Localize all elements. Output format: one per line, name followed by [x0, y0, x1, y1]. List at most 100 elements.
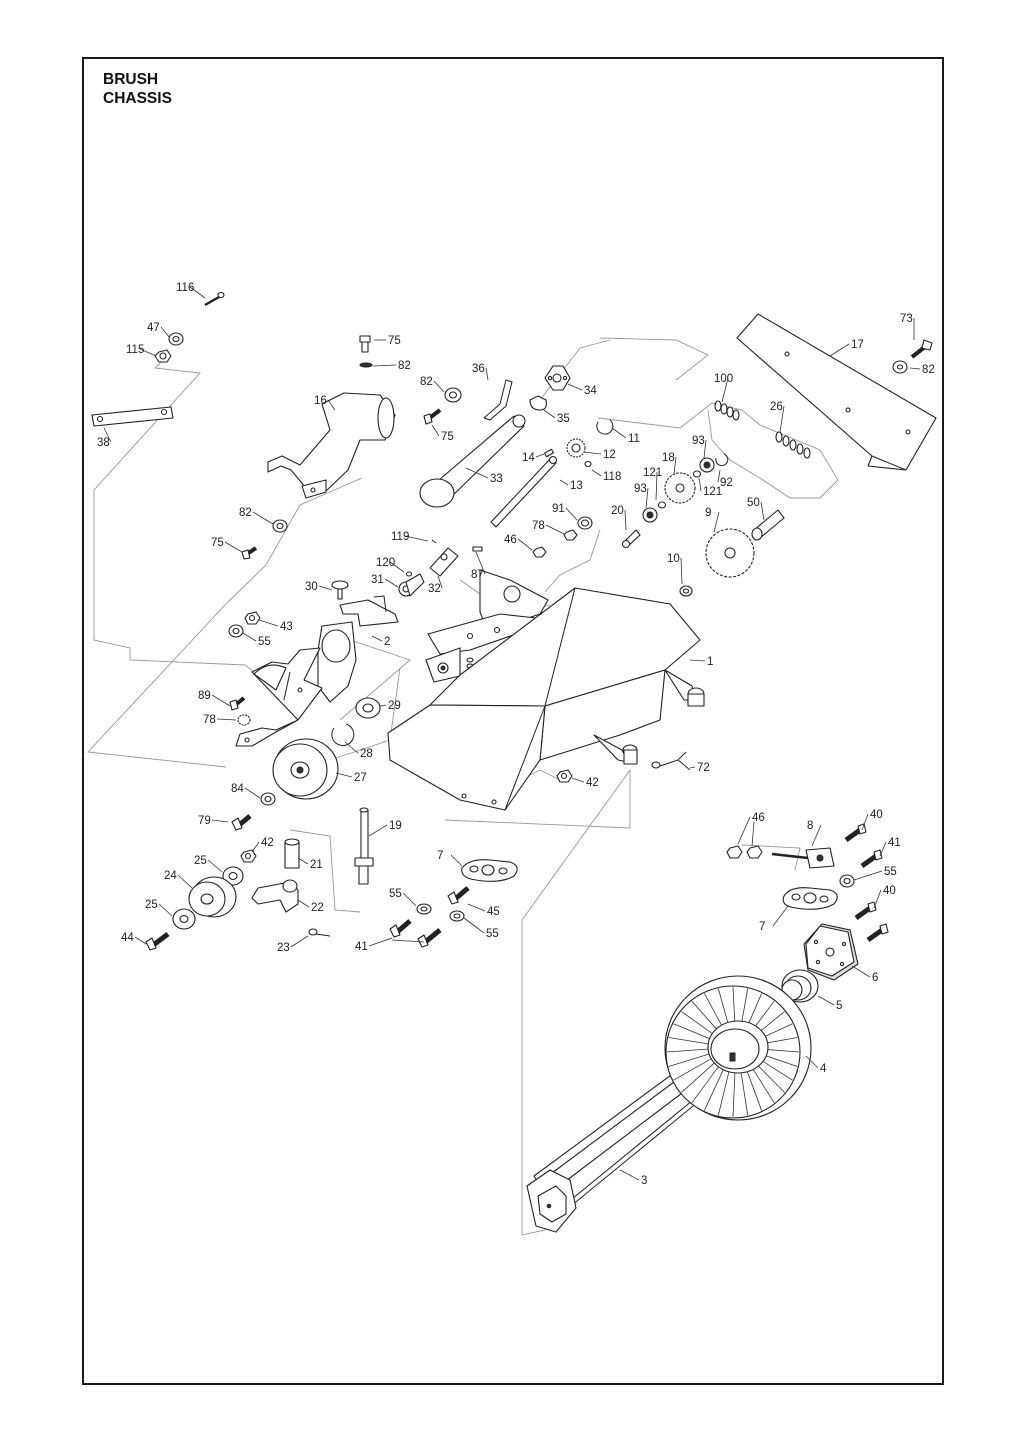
bristle-line	[732, 1070, 736, 1118]
leader-line	[611, 427, 627, 439]
part-7-plate-left	[461, 859, 518, 882]
part-label-25: 25	[194, 855, 207, 867]
leader-line	[517, 538, 533, 551]
leader-line	[543, 409, 556, 419]
part-label-20: 20	[611, 505, 624, 517]
part-label-8: 8	[807, 820, 813, 832]
part-87-key	[472, 546, 483, 552]
leader-line	[297, 899, 310, 908]
part-32-coupling	[429, 547, 459, 577]
page-frame	[82, 57, 944, 1385]
part-label-47: 47	[147, 322, 160, 334]
bristle-line	[750, 1065, 775, 1104]
part-1-chassis-body	[387, 569, 705, 811]
leader-line	[327, 399, 336, 411]
bristle-line	[673, 1058, 712, 1081]
leader-line	[134, 936, 147, 945]
part-55-washer-b	[416, 903, 432, 915]
leader-line	[211, 819, 229, 823]
part-label-21: 21	[310, 859, 323, 871]
leader-line	[467, 903, 486, 912]
part-label-93: 93	[692, 435, 705, 447]
leader-line	[224, 541, 243, 553]
part-label-19: 19	[389, 820, 402, 832]
part-label-2: 2	[384, 636, 390, 648]
leader-line	[805, 1055, 819, 1069]
part-label-25: 25	[145, 899, 158, 911]
part-72-knob	[651, 751, 691, 771]
leader-line	[545, 524, 565, 535]
part-84-washer	[260, 792, 276, 806]
part-label-4: 4	[820, 1063, 827, 1075]
part-79-bolt	[231, 814, 252, 831]
part-label-10: 10	[667, 553, 680, 565]
leader-line	[371, 635, 383, 642]
part-label-93: 93	[634, 483, 647, 495]
part-label-45: 45	[487, 906, 500, 918]
part-118-pin	[584, 460, 592, 468]
part-55-washer-d	[839, 874, 855, 888]
leader-line	[389, 561, 405, 573]
part-label-40: 40	[883, 885, 896, 897]
leader-line	[242, 632, 257, 642]
part-label-6: 6	[872, 972, 878, 984]
part-46-nut-a	[532, 546, 547, 558]
part-38-link-bar	[91, 406, 174, 427]
leader-line	[368, 937, 393, 947]
part-28-circlip	[331, 723, 355, 747]
bristle-line	[668, 1053, 710, 1067]
leader-line	[211, 694, 231, 707]
part-3-arm	[526, 1063, 699, 1233]
leader-line	[450, 854, 463, 867]
bristle-line	[668, 1037, 710, 1045]
part-100-rings	[714, 400, 740, 421]
part-73-bolt	[910, 339, 933, 359]
part-label-9: 9	[705, 507, 711, 519]
part-44-bolt	[145, 932, 170, 951]
part-label-13: 13	[570, 480, 583, 492]
part-16-bracket	[267, 392, 396, 499]
leader-line	[485, 367, 489, 381]
part-11-circlip	[596, 419, 614, 435]
part-label-1: 1	[707, 656, 713, 668]
part-label-31: 31	[371, 574, 384, 586]
part-label-82: 82	[239, 507, 252, 519]
part-78-washer-a	[563, 529, 578, 541]
leader-line	[251, 841, 260, 853]
leader-line	[829, 343, 850, 357]
leader-line	[297, 857, 309, 865]
bristle-line	[704, 993, 725, 1030]
leader-line	[583, 451, 602, 455]
leader-line	[853, 870, 883, 881]
part-82-washer-c	[444, 387, 462, 403]
part-label-33: 33	[490, 473, 503, 485]
leader-line	[431, 424, 440, 437]
part-47-washer	[168, 332, 184, 346]
leader-line	[565, 507, 578, 521]
leader-line	[861, 813, 869, 831]
part-41-bolts-left	[389, 919, 442, 948]
part-label-121: 121	[643, 467, 662, 479]
bristle-line	[717, 988, 730, 1028]
part-label-75: 75	[388, 335, 401, 347]
leader-line	[258, 619, 279, 627]
bristle-line	[758, 1058, 793, 1081]
bristle-line	[732, 986, 736, 1028]
leader-line	[817, 995, 835, 1006]
part-label-7: 7	[759, 921, 765, 933]
leader-line	[851, 965, 871, 978]
bristle-line	[666, 1048, 710, 1053]
part-93-washer-b	[642, 507, 658, 523]
bristle-line	[681, 1011, 715, 1036]
part-75-bolt-b	[241, 546, 258, 560]
part-label-27: 27	[354, 772, 367, 784]
leader-line	[703, 439, 707, 459]
part-27-pulley	[272, 738, 339, 800]
part-label-92: 92	[720, 477, 733, 489]
leader-line	[873, 889, 882, 909]
leader-line	[391, 939, 425, 943]
part-8-adjuster	[771, 847, 835, 869]
leader-line	[335, 772, 353, 778]
part-46-nuts-right	[726, 845, 763, 859]
